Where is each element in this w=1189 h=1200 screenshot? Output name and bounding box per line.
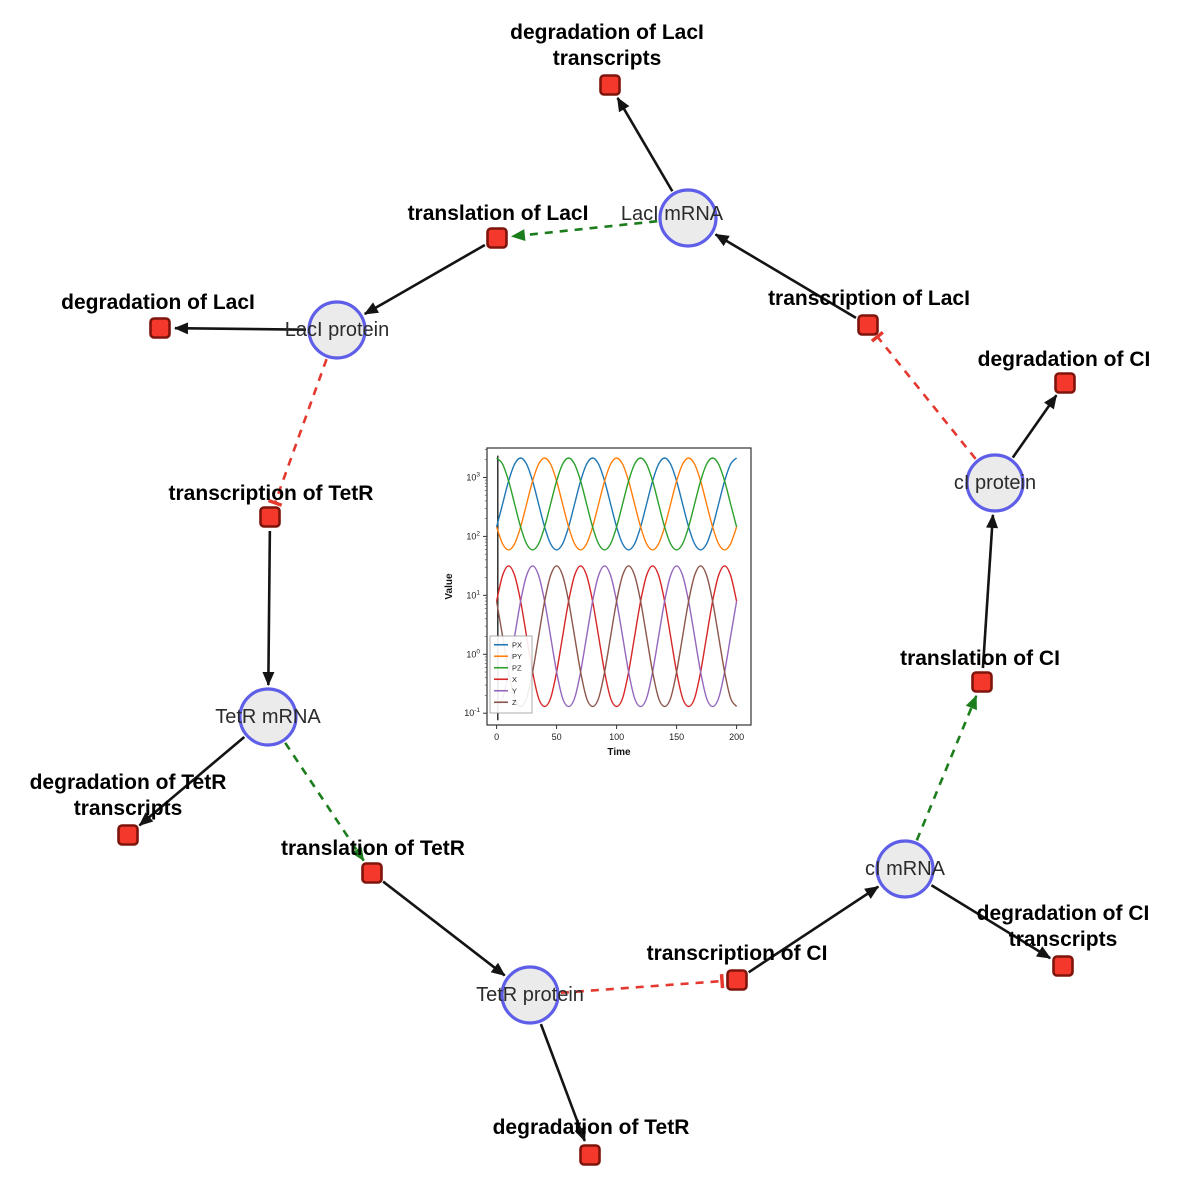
chart-legend: PX PY PZ XYZ xyxy=(489,635,533,714)
reaction-label-transl-laci: translation of LacI xyxy=(408,202,589,225)
reaction-node-transcr-tetr[interactable] xyxy=(259,506,281,528)
chart-legend-label-PY: PY xyxy=(512,652,522,661)
reaction-node-transl-tetr[interactable] xyxy=(361,862,383,884)
reaction-node-deg-tetr[interactable] xyxy=(579,1144,601,1166)
edge-laci-mrna-transl-laci xyxy=(510,219,658,242)
edge-laci-mrna-deg-laci-tr xyxy=(616,97,674,192)
reaction-node-transl-ci[interactable] xyxy=(971,671,993,693)
chart-legend-label-Y: Y xyxy=(512,686,517,695)
reaction-label-transcr-tetr: transcription of TetR xyxy=(169,482,374,505)
edge-ci-mrna-deg-ci-tr xyxy=(930,884,1052,960)
reaction-node-transl-laci[interactable] xyxy=(486,227,508,249)
chart-legend-label-PX: PX xyxy=(512,640,522,649)
edge-ci-mrna-transl-ci xyxy=(915,694,978,841)
chart-y-tick: 100 xyxy=(466,648,480,659)
reaction-label-transcr-ci: transcription of CI xyxy=(647,942,828,965)
reaction-label-transl-ci: translation of CI xyxy=(900,647,1060,670)
chart-x-tick: 150 xyxy=(669,732,684,742)
reaction-node-deg-laci[interactable] xyxy=(149,317,171,339)
species-node-laci-mrna[interactable] xyxy=(658,188,718,248)
chart-x-tick: 100 xyxy=(609,732,624,742)
reaction-label-transl-tetr: translation of TetR xyxy=(281,837,465,860)
species-node-ci-mrna[interactable] xyxy=(875,839,935,899)
reaction-node-deg-ci-tr[interactable] xyxy=(1052,955,1074,977)
chart-x-tick: 200 xyxy=(729,732,744,742)
edge-ci-protein-transcr-laci xyxy=(870,330,977,460)
chart-y-tick: 103 xyxy=(466,471,480,482)
chart-y-tick: 102 xyxy=(466,530,480,541)
chart-series-Z xyxy=(495,565,738,708)
edge-tetr-mrna-deg-tetr-tr xyxy=(138,735,246,827)
reaction-label-transcr-laci: transcription of LacI xyxy=(768,287,970,310)
species-label-laci-protein: LacI protein xyxy=(285,319,390,341)
species-node-tetr-protein[interactable] xyxy=(500,965,560,1025)
reaction-label-deg-tetr: degradation of TetR xyxy=(493,1116,690,1139)
edge-transcr-tetr-tetr-mrna xyxy=(262,530,275,687)
reaction-node-deg-laci-tr[interactable] xyxy=(599,74,621,96)
edge-laci-protein-transcr-tetr xyxy=(267,358,328,507)
edge-laci-protein-deg-laci xyxy=(173,322,307,335)
reaction-node-transcr-ci[interactable] xyxy=(726,969,748,991)
reaction-label-deg-laci: degradation of LacI xyxy=(61,291,255,314)
edge-transl-laci-laci-protein xyxy=(363,243,486,316)
reaction-node-deg-ci[interactable] xyxy=(1054,372,1076,394)
species-label-ci-mrna: cI mRNA xyxy=(865,858,946,880)
chart-series-X xyxy=(495,565,738,708)
edge-transl-ci-ci-protein xyxy=(981,513,999,669)
species-node-tetr-mrna[interactable] xyxy=(238,687,298,747)
edge-ci-protein-deg-ci xyxy=(1011,394,1058,459)
chart-y-tick: 10-1 xyxy=(464,707,480,718)
chart-ylabel: Value xyxy=(444,573,455,600)
edge-transl-tetr-tetr-protein xyxy=(382,880,506,977)
edge-tetr-protein-transcr-ci xyxy=(560,973,725,995)
species-label-ci-protein: cI protein xyxy=(954,472,1036,494)
species-label-tetr-mrna: TetR mRNA xyxy=(215,706,321,728)
reaction-node-transcr-laci[interactable] xyxy=(857,314,879,336)
species-node-ci-protein[interactable] xyxy=(965,453,1025,513)
reaction-node-deg-tetr-tr[interactable] xyxy=(117,824,139,846)
chart-xlabel: Time xyxy=(607,747,631,758)
chart-legend-label-X: X xyxy=(512,675,517,684)
edge-tetr-protein-deg-tetr xyxy=(539,1023,586,1142)
chart-x-tick: 50 xyxy=(552,732,562,742)
species-node-laci-protein[interactable] xyxy=(307,300,367,360)
species-label-laci-mrna: LacI mRNA xyxy=(621,203,724,225)
chart-series-PZ xyxy=(496,457,738,551)
chart-legend-label-PZ: PZ xyxy=(512,663,522,672)
edge-transcr-ci-ci-mrna xyxy=(747,885,880,974)
chart-x-tick: 0 xyxy=(494,732,499,742)
chart-y-tick: 101 xyxy=(466,589,480,600)
edge-transcr-laci-laci-mrna xyxy=(714,233,857,319)
chart-legend-label-Z: Z xyxy=(512,698,517,707)
species-label-tetr-protein: TetR protein xyxy=(476,984,584,1006)
reaction-label-deg-ci: degradation of CI xyxy=(978,348,1151,371)
chart-series-PY xyxy=(495,457,738,551)
